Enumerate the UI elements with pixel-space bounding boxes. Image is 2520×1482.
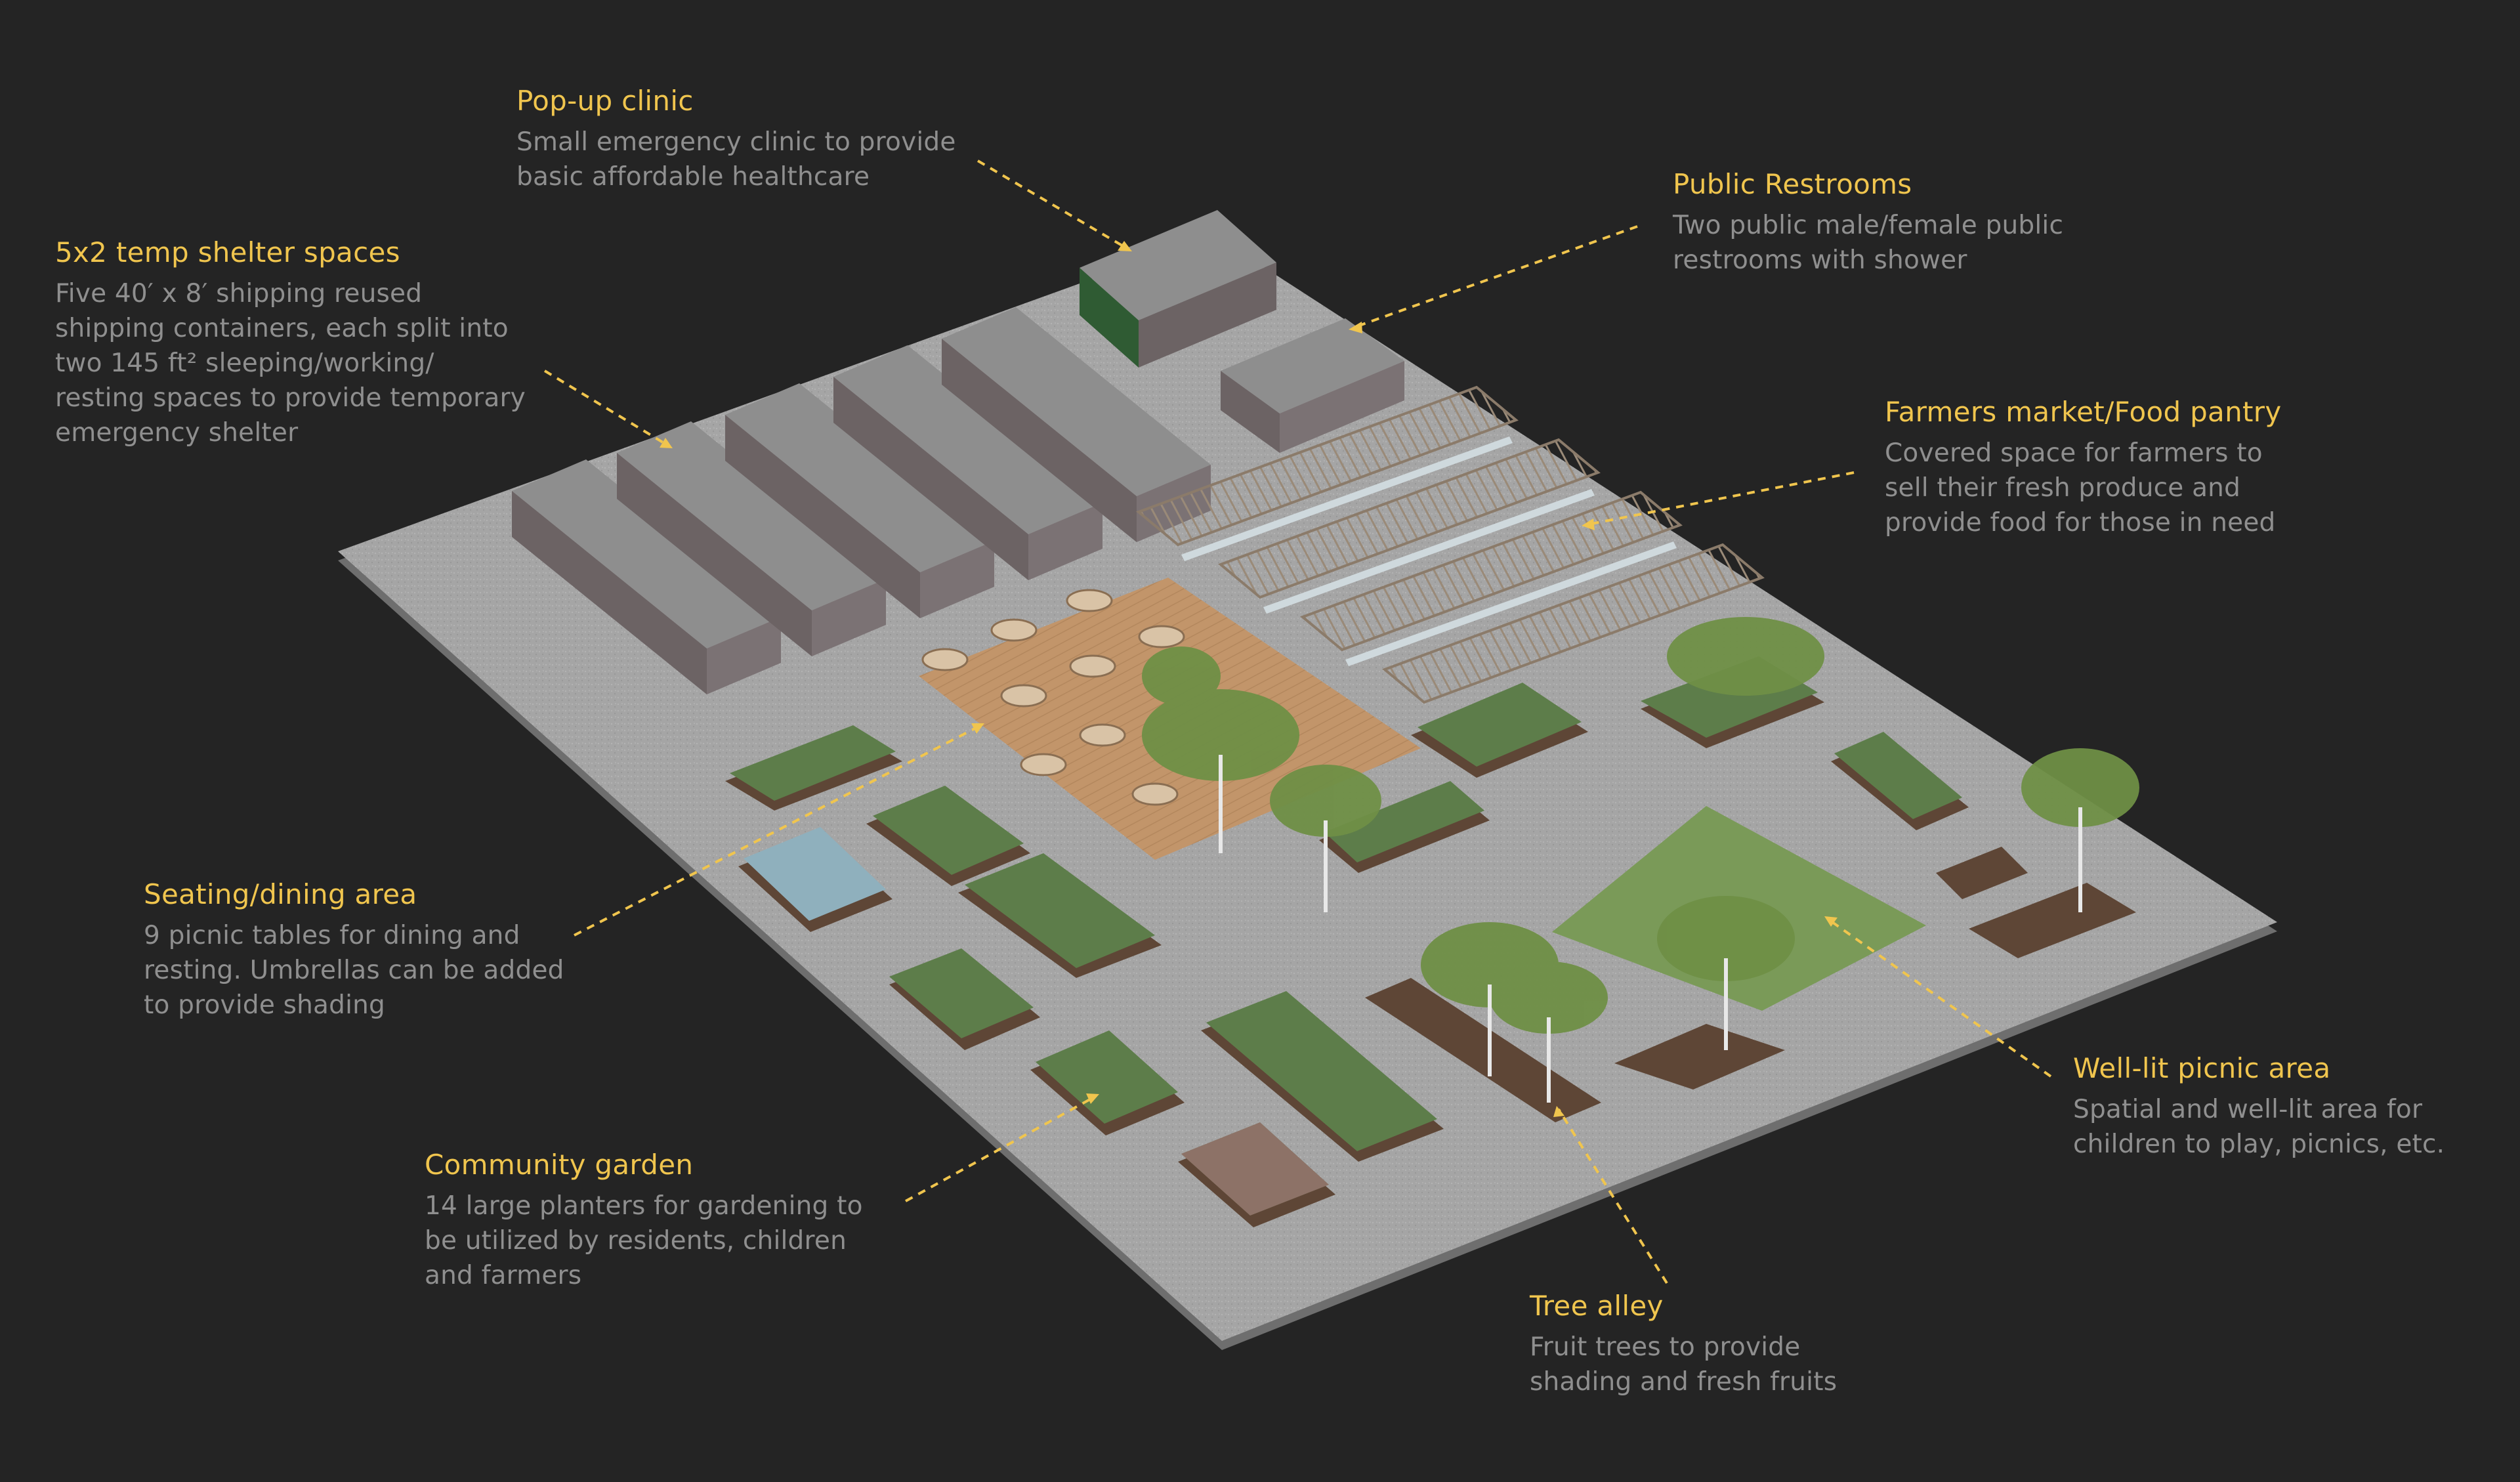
picnic-tables bbox=[921, 589, 1185, 806]
restroom-container bbox=[1221, 318, 1404, 453]
annotation-description: Fruit trees to provide shading and fresh… bbox=[1530, 1330, 1837, 1399]
annotation-description: Two public male/female public restrooms … bbox=[1673, 208, 2063, 278]
clinic-container bbox=[1080, 210, 1276, 368]
description-line: resting spaces to provide temporary bbox=[55, 383, 526, 413]
description-line: Fruit trees to provide bbox=[1530, 1332, 1801, 1362]
annotation-title: Seating/dining area bbox=[144, 878, 417, 910]
description-line: two 145 ft² sleeping/working/ bbox=[55, 349, 434, 378]
annotation-garden: Community garden 14 large planters for g… bbox=[425, 1147, 863, 1293]
description-line: to provide shading bbox=[144, 990, 386, 1020]
description-line: children to play, picnics, etc. bbox=[2073, 1130, 2445, 1159]
description-line: Small emergency clinic to provide bbox=[516, 127, 956, 157]
annotation-restrooms: Public Restrooms Two public male/female … bbox=[1673, 166, 2063, 278]
annotation-market: Farmers market/Food pantry Covered space… bbox=[1885, 394, 2282, 540]
annotation-description: Covered space for farmers to sell their … bbox=[1885, 436, 2282, 540]
description-line: Covered space for farmers to bbox=[1885, 438, 2263, 468]
description-line: Two public male/female public bbox=[1673, 211, 2064, 240]
annotation-description: 14 large planters for gardening to be ut… bbox=[425, 1189, 863, 1293]
annotation-title: Community garden bbox=[425, 1149, 694, 1181]
description-line: provide food for those in need bbox=[1885, 508, 2276, 538]
description-line: restrooms with shower bbox=[1673, 245, 1967, 275]
annotation-shelter: 5x2 temp shelter spaces Five 40′ x 8′ sh… bbox=[55, 234, 526, 450]
description-line: basic affordable healthcare bbox=[516, 162, 870, 192]
annotation-description: 9 picnic tables for dining and resting. … bbox=[144, 918, 564, 1023]
leader-arrowheads bbox=[660, 241, 1838, 1117]
description-line: shipping containers, each split into bbox=[55, 314, 509, 343]
planters bbox=[725, 656, 2136, 1227]
description-line: be utilized by residents, children bbox=[425, 1226, 847, 1256]
description-line: Five 40′ x 8′ shipping reused bbox=[55, 279, 423, 308]
annotation-description: Small emergency clinic to provide basic … bbox=[516, 125, 956, 194]
annotation-title: Pop-up clinic bbox=[516, 85, 694, 117]
annotation-title: 5x2 temp shelter spaces bbox=[55, 236, 400, 268]
annotation-picnic: Well-lit picnic area Spatial and well-li… bbox=[2073, 1050, 2445, 1162]
annotation-title: Tree alley bbox=[1530, 1290, 1664, 1322]
description-line: emergency shelter bbox=[55, 418, 299, 448]
annotation-clinic: Pop-up clinic Small emergency clinic to … bbox=[516, 83, 956, 194]
trees bbox=[1142, 617, 2139, 1103]
description-line: and farmers bbox=[425, 1261, 582, 1290]
annotation-trees: Tree alley Fruit trees to provide shadin… bbox=[1530, 1288, 1837, 1399]
annotation-title: Public Restrooms bbox=[1673, 168, 1912, 200]
description-line: resting. Umbrellas can be added bbox=[144, 956, 564, 985]
description-line: shading and fresh fruits bbox=[1530, 1367, 1838, 1397]
annotation-title: Well-lit picnic area bbox=[2073, 1052, 2331, 1084]
description-line: Spatial and well-lit area for bbox=[2073, 1095, 2423, 1124]
description-line: 9 picnic tables for dining and bbox=[144, 921, 520, 950]
annotation-seating: Seating/dining area 9 picnic tables for … bbox=[144, 876, 564, 1023]
annotation-description: Spatial and well-lit area for children t… bbox=[2073, 1092, 2445, 1162]
market-pergolas bbox=[1136, 385, 1765, 704]
description-line: 14 large planters for gardening to bbox=[425, 1191, 863, 1221]
shelter-containers bbox=[512, 307, 1211, 694]
annotation-description: Five 40′ x 8′ shipping reused shipping c… bbox=[55, 276, 526, 450]
description-line: sell their fresh produce and bbox=[1885, 473, 2241, 503]
leader-lines bbox=[543, 159, 2052, 1284]
annotation-title: Farmers market/Food pantry bbox=[1885, 396, 2282, 428]
